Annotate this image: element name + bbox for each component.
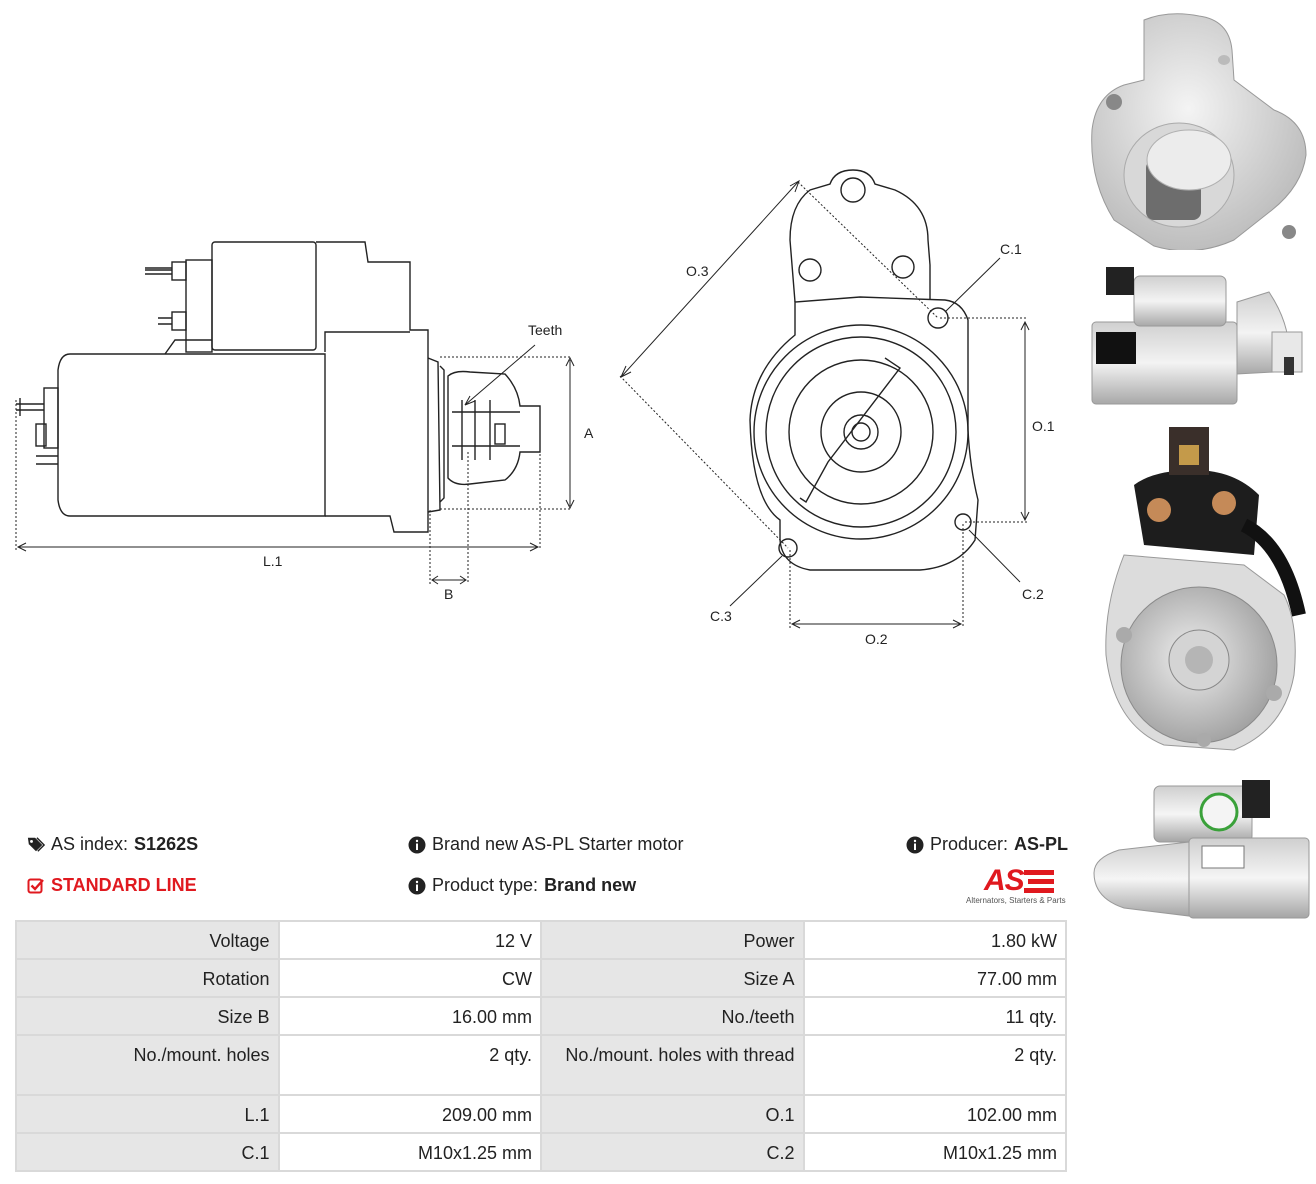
producer-label: Producer: (930, 834, 1009, 854)
dimension-a-label: A (584, 425, 594, 441)
spec-value: 2 qty. (804, 1036, 1065, 1094)
spec-value: 16.00 mm (279, 998, 540, 1034)
spec-value: M10x1.25 mm (279, 1134, 540, 1170)
description-text: Brand new AS-PL Starter motor (432, 834, 684, 854)
product-photos (1084, 0, 1316, 930)
product-description: Brand new AS-PL Starter motor (408, 834, 683, 855)
technical-drawing: Teeth A L.1 B (15, 169, 1055, 647)
side-view-drawing: Teeth A L.1 B (15, 241, 594, 602)
spec-value: 2 qty. (279, 1036, 540, 1094)
spec-label: No./teeth (541, 998, 803, 1034)
logo-text: AS (984, 864, 1025, 897)
technical-drawing-area: Teeth A L.1 B (15, 169, 1055, 647)
info-circle-icon (408, 877, 426, 894)
product-photo-rear[interactable] (1084, 10, 1314, 250)
spec-label: Power (541, 922, 803, 958)
spec-label: L.1 (17, 1096, 278, 1132)
spec-label: O.1 (541, 1096, 803, 1132)
producer-value: AS-PL (1014, 834, 1069, 854)
product-photo-label-side[interactable] (1084, 778, 1314, 926)
table-row: Size B 16.00 mm No./teeth 11 qty. (17, 998, 1065, 1034)
standard-line-text: STANDARD LINE (51, 875, 197, 895)
dimension-o1-label: O.1 (1032, 418, 1055, 434)
checkbox-icon (27, 878, 44, 893)
spec-value: 77.00 mm (804, 960, 1065, 996)
spec-label: Size B (17, 998, 278, 1034)
product-type: Product type: Brand new (408, 875, 636, 896)
product-photo-solenoid-end[interactable] (1084, 425, 1314, 765)
dimension-c3-label: C.3 (710, 608, 732, 624)
table-row: C.1 M10x1.25 mm C.2 M10x1.25 mm (17, 1134, 1065, 1170)
spec-label: Size A (541, 960, 803, 996)
spec-value: 1.80 kW (804, 922, 1065, 958)
info-circle-icon (906, 836, 924, 853)
spec-label: Voltage (17, 922, 278, 958)
spec-value: 102.00 mm (804, 1096, 1065, 1132)
dimension-o2-label: O.2 (865, 631, 888, 647)
spec-label: No./mount. holes with thread (541, 1036, 803, 1094)
dimension-l1-label: L.1 (263, 553, 283, 569)
spec-value: 12 V (279, 922, 540, 958)
dimension-c1-label: C.1 (1000, 241, 1022, 257)
spec-value: CW (279, 960, 540, 996)
as-pl-logo: AS Alternators, Starters & Parts (962, 864, 1072, 906)
spec-label: C.1 (17, 1134, 278, 1170)
product-photo-side[interactable] (1084, 262, 1314, 412)
as-index-label: AS index: (51, 834, 129, 854)
as-index: AS index: S1262S (27, 834, 198, 855)
table-row: Rotation CW Size A 77.00 mm (17, 960, 1065, 996)
product-type-label: Product type: (432, 875, 539, 895)
logo-stripes-icon (1024, 870, 1054, 893)
spec-value: 11 qty. (804, 998, 1065, 1034)
product-type-value: Brand new (544, 875, 637, 895)
table-row: L.1 209.00 mm O.1 102.00 mm (17, 1096, 1065, 1132)
tags-icon (27, 836, 45, 852)
spec-label: No./mount. holes (17, 1036, 278, 1094)
standard-line-badge: STANDARD LINE (27, 875, 197, 896)
spec-label: C.2 (541, 1134, 803, 1170)
dimension-c2-label: C.2 (1022, 586, 1044, 602)
front-view-drawing: O.3 C.1 O.1 C.2 C.3 O.2 (619, 169, 1055, 647)
dimension-o3-label: O.3 (686, 263, 709, 279)
spec-table: Voltage 12 V Power 1.80 kW Rotation CW S… (15, 920, 1067, 1172)
product-info: AS index: S1262S STANDARD LINE Brand new… (0, 820, 1080, 920)
teeth-label: Teeth (528, 322, 562, 338)
producer: Producer: AS-PL (906, 834, 1068, 855)
logo-tagline: Alternators, Starters & Parts (966, 896, 1066, 905)
spec-label: Rotation (17, 960, 278, 996)
table-row: No./mount. holes 2 qty. No./mount. holes… (17, 1036, 1065, 1094)
spec-value: 209.00 mm (279, 1096, 540, 1132)
dimension-b-label: B (444, 586, 453, 602)
spec-value: M10x1.25 mm (804, 1134, 1065, 1170)
info-circle-icon (408, 836, 426, 853)
table-row: Voltage 12 V Power 1.80 kW (17, 922, 1065, 958)
as-index-value: S1262S (134, 834, 199, 854)
